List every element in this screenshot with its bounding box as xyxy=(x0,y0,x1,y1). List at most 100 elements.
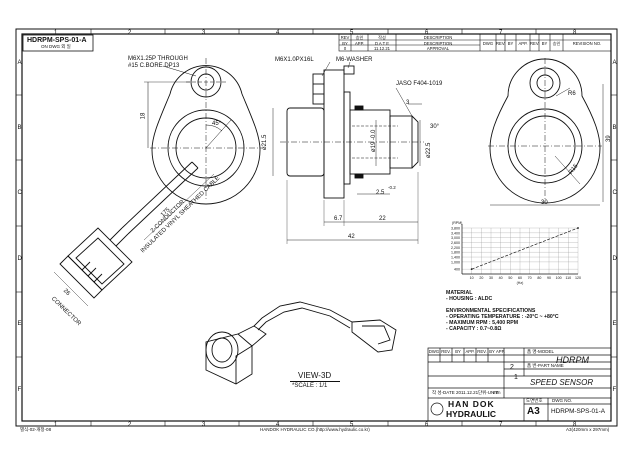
right-view xyxy=(488,58,604,206)
tb-hdr-app: APP. xyxy=(465,349,475,354)
view-3d-label: VIEW-3D xyxy=(298,371,332,380)
frame-col-top-3: 3 xyxy=(202,29,206,36)
spec-capacity: - CAPACITY : 0.7~0.8Ω xyxy=(446,326,502,332)
tb-date-label: 작 성-DATE xyxy=(432,390,455,395)
frame-row-left-C: C xyxy=(17,190,22,196)
chart-y-label: (RPM) xyxy=(452,221,462,225)
rev-hdr-rev3: REV. xyxy=(530,41,540,46)
tb-company-2: HYDRAULIC xyxy=(446,409,497,419)
frame-row-right-A: A xyxy=(612,60,617,66)
chart-point xyxy=(577,227,579,229)
frame-col-bottom-4: 4 xyxy=(276,421,280,428)
tb-hdr-rev: REV. xyxy=(441,349,451,354)
dim-45: 45° xyxy=(212,121,222,127)
rev-hdr-dwg: DWG xyxy=(482,41,494,46)
tb-hdr-by2: BY xyxy=(489,349,495,354)
footer-center: HANDOK HYDRAULIC CO.(http://www.hydrauli… xyxy=(260,427,370,432)
dim-30: 30 xyxy=(541,200,548,206)
chart-x-tick-label: 120 xyxy=(575,276,581,280)
spec-material-heading: MATERIAL xyxy=(446,290,473,296)
dim-bolt: M6X1.0PX16L xyxy=(275,57,314,63)
rev-hdr-by2: BY xyxy=(507,41,514,46)
corner-subtitle: ON DWG 외 일 xyxy=(41,44,71,49)
frame-row-right-B: B xyxy=(612,125,617,131)
chart-x-tick-label: 10 xyxy=(470,276,474,280)
tb-part-name: SPEED SENSOR xyxy=(530,378,594,387)
tb-scale-top: 2 xyxy=(510,364,514,371)
tb-model-label: 품 명-MODEL xyxy=(527,349,555,354)
tb-company-1: HAN DOK xyxy=(448,399,495,409)
rev-row1-rev: 0 xyxy=(343,46,347,51)
dim-thread: M6X1.25P THROUGH xyxy=(128,56,188,62)
dim-30deg: 30° xyxy=(430,124,440,130)
tb-size: A3 xyxy=(527,406,540,417)
tb-hdr-by: BY xyxy=(455,349,461,354)
frame-row-right-C: C xyxy=(612,190,617,196)
rev-hdr-date: D A T E xyxy=(374,40,390,46)
chart-x-tick-label: 70 xyxy=(528,276,532,280)
dim-washer: M6-WASHER xyxy=(336,57,373,63)
frame-col-bottom-7: 7 xyxy=(499,421,503,428)
chart-x-tick-label: 40 xyxy=(499,276,503,280)
dim-42: 42 xyxy=(348,234,355,240)
rev-hdr-rev: REV xyxy=(340,35,350,40)
chart-x-tick-label: 80 xyxy=(537,276,541,280)
chart-x-tick-label: 20 xyxy=(479,276,483,280)
chart-x-tick-label: 110 xyxy=(565,276,571,280)
left-view xyxy=(53,58,262,307)
footer-right: A3(420mm x 297mm) xyxy=(566,427,610,432)
rev-hdr-app: 승인 xyxy=(355,35,364,40)
tb-dwg-no: HDRPM-SPS-01-A xyxy=(551,408,605,415)
frame-col-bottom-8: 8 xyxy=(573,421,577,428)
chart-y-tick-label: 3,400 xyxy=(451,231,460,235)
dim-cbore: #15 C.BORE DP13 xyxy=(128,63,180,69)
chart-y-tick-label: 2,200 xyxy=(451,246,460,250)
spec-material-value: - HOUSING : ALDC xyxy=(446,296,493,302)
rev-hdr-app4: 승인 xyxy=(552,41,561,46)
frame-row-right-D: D xyxy=(612,256,617,262)
tb-sheet-label: 도면번호 xyxy=(526,398,543,403)
middle-view xyxy=(272,61,424,244)
corner-title: HDRPM-SPS-01-A xyxy=(27,37,87,44)
scale-label: *SCALE : 1/1 xyxy=(292,383,328,389)
chart-y-tick-label: 1,800 xyxy=(451,251,460,255)
chart-y-tick-label: 400 xyxy=(454,268,460,272)
frame-col-top-4: 4 xyxy=(276,29,280,36)
frame-row-right-E: E xyxy=(612,321,617,327)
chart-x-tick-label: 90 xyxy=(547,276,551,280)
dim-d21: ø21.5 xyxy=(262,134,268,150)
frame-col-top-2: 2 xyxy=(128,29,132,36)
tb-dwg-label: DWG NO. xyxy=(552,398,573,403)
rev-hdr-author: 작성 xyxy=(378,35,386,40)
frame-col-bottom-2: 2 xyxy=(128,421,132,428)
rev-hdr-app2: APP. xyxy=(354,40,364,46)
rev-row1-date: 11.12.21 xyxy=(374,46,390,51)
rev-hdr-rev2: REV. xyxy=(496,41,506,46)
frame-row-left-D: D xyxy=(17,256,22,262)
chart-y-tick-label: 2,600 xyxy=(451,241,460,245)
tb-hdr-rev2: REV. xyxy=(477,349,487,354)
frame-col-bottom-5: 5 xyxy=(350,421,354,428)
rev-hdr-desc: DESCRIPTION xyxy=(423,35,453,40)
view-label-underline xyxy=(290,381,340,382)
tb-part-label: 품 번-PART NAME xyxy=(527,363,564,368)
chart-y-tick-label: 3,800 xyxy=(451,227,460,231)
spec-operating-temp: - OPERATING TEMPERATURE : -20°C ~ +80°C xyxy=(446,314,559,320)
frame-row-left-E: E xyxy=(17,321,22,327)
chart-y-tick-label: 3,000 xyxy=(451,236,460,240)
chart-x-tick-label: 50 xyxy=(508,276,512,280)
dim-r6: R6 xyxy=(568,91,576,97)
dim-d22: ø22.5 xyxy=(426,142,432,158)
rev-hdr-app3: APP. xyxy=(518,41,528,46)
chart-x-label: (Hz) xyxy=(517,281,524,285)
three-d-view xyxy=(205,301,397,385)
dim-2-5-tol: -0.2 xyxy=(388,185,396,190)
tb-unit-label: 단위-UNIT xyxy=(478,390,499,395)
tb-model: HDRPM xyxy=(556,355,589,365)
chart-y-tick-label: 1,000 xyxy=(451,260,460,264)
dim-39: 39 xyxy=(606,135,612,142)
rev-hdr-revno: REVISION NO. xyxy=(572,41,602,46)
frame-row-right-F: F xyxy=(612,387,617,393)
tb-unit: mm xyxy=(493,390,501,395)
